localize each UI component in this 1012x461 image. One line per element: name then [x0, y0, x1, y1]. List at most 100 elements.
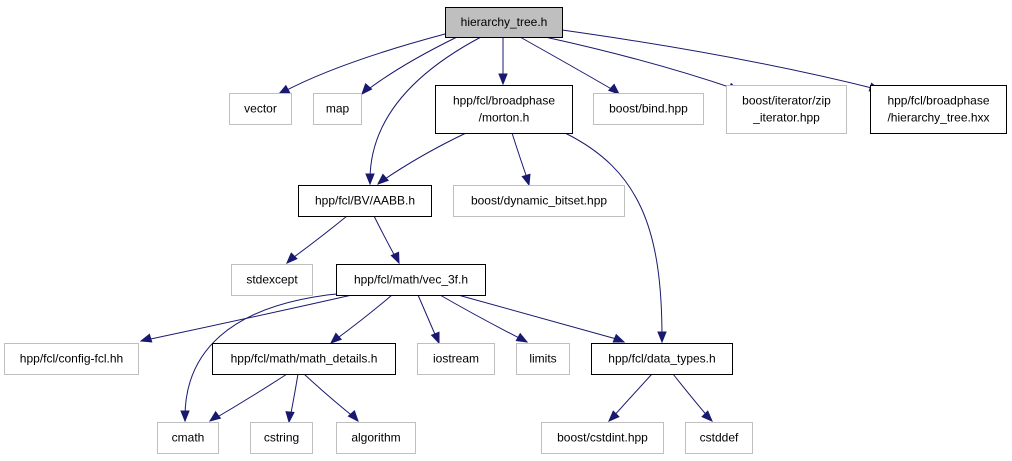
node-vec3f[interactable]: hpp/fcl/math/vec_3f.h [336, 264, 486, 296]
edge-line [511, 132, 529, 182]
node-label: hpp/fcl/config-fcl.hh [20, 352, 123, 366]
node-label: hpp/fcl/data_types.h [608, 352, 715, 366]
edge-aabb-to-stdexcept [286, 215, 348, 264]
node-label: hpp/fcl/math/math_details.h [231, 352, 378, 366]
edge-root-to-map [361, 36, 458, 96]
node-label: cstring [264, 431, 299, 445]
edge-arrowhead [390, 251, 400, 265]
node-stdexcept: stdexcept [231, 264, 313, 296]
edge-line [145, 294, 353, 341]
edge-arrowhead [608, 410, 620, 422]
edge-arrowhead [657, 331, 667, 344]
edge-arrowhead [376, 173, 390, 185]
edge-arrowhead [180, 410, 190, 423]
edge-datatypes-to-cstdint [608, 373, 653, 422]
edge-root-to-zip [544, 36, 741, 92]
node-label: hpp/fcl/BV/AABB.h [315, 194, 415, 208]
edge-arrowhead [361, 82, 373, 96]
node-label: iostream [433, 352, 479, 366]
node-box [591, 343, 733, 375]
edge-vec3f-to-configfcl [139, 294, 353, 343]
node-box [298, 185, 432, 217]
edge-line [373, 215, 398, 261]
edges-layer [139, 29, 882, 424]
node-label: boost/dynamic_bitset.hpp [471, 194, 607, 208]
node-box [870, 85, 1007, 134]
node-cstddef: cstddef [685, 422, 753, 454]
node-label: algorithm [351, 431, 400, 445]
node-label: map [326, 102, 350, 116]
node-cstdint: boost/cstdint.hpp [541, 422, 664, 454]
node-hxx[interactable]: hpp/fcl/broadphase/hierarchy_tree.hxx [870, 85, 1007, 134]
edge-line [439, 294, 524, 341]
edge-datatypes-to-cstddef [672, 373, 713, 422]
node-box [541, 422, 664, 454]
edge-arrowhead [139, 333, 153, 343]
node-box [417, 343, 495, 375]
node-box [445, 7, 563, 38]
edge-morton-to-aabb [376, 132, 467, 185]
edge-morton-to-datatypes [564, 132, 667, 344]
node-algorithm: algorithm [336, 422, 416, 454]
node-label: hpp/fcl/broadphase [453, 94, 555, 108]
node-box [435, 85, 573, 134]
node-label: hierarchy_tree.h [461, 15, 548, 29]
node-iostream: iostream [417, 343, 495, 375]
edge-arrowhead [286, 252, 298, 264]
node-label: boost/cstdint.hpp [557, 431, 648, 445]
edge-line [672, 373, 710, 419]
edge-vec3f-to-cmath [180, 291, 361, 423]
edge-arrowhead [277, 84, 291, 95]
node-box [685, 422, 753, 454]
node-aabb[interactable]: hpp/fcl/BV/AABB.h [298, 185, 432, 217]
edge-line [289, 215, 348, 261]
node-vector: vector [229, 93, 292, 125]
edge-line [381, 132, 467, 182]
edge-arrowhead [607, 83, 621, 95]
node-label: boost/bind.hpp [609, 102, 688, 116]
edge-line [213, 373, 288, 420]
edge-line [365, 36, 458, 92]
edge-root-to-aabb [365, 36, 482, 186]
edge-root-to-morton [498, 37, 508, 86]
edge-line [561, 29, 877, 90]
node-label: limits [529, 352, 556, 366]
edge-line [282, 33, 446, 93]
node-box [336, 422, 416, 454]
edge-line [564, 132, 663, 339]
edge-line [544, 36, 736, 90]
edge-line [457, 294, 621, 341]
edge-line [303, 373, 356, 419]
node-box [516, 343, 570, 375]
edge-mathdetails-to-cmath [208, 373, 288, 422]
edge-vec3f-to-datatypes [457, 294, 626, 343]
edge-arrowhead [521, 173, 531, 187]
node-limits: limits [516, 343, 570, 375]
edge-aabb-to-vec3f [373, 215, 400, 265]
edge-arrowhead [365, 173, 375, 186]
node-bind: boost/bind.hpp [593, 93, 704, 125]
node-label: boost/iterator/zip [742, 94, 831, 108]
edge-arrowhead [329, 332, 343, 344]
edge-arrowhead [208, 410, 222, 422]
node-mathdetails[interactable]: hpp/fcl/math/math_details.h [212, 343, 396, 375]
edge-arrowhead [285, 411, 295, 424]
node-label: hpp/fcl/broadphase [887, 94, 989, 108]
node-label: /morton.h [479, 111, 530, 125]
node-root[interactable]: hierarchy_tree.h [445, 7, 563, 38]
edge-mathdetails-to-algorithm [303, 373, 359, 423]
node-label: cmath [172, 431, 205, 445]
node-box [726, 85, 847, 134]
node-label: stdexcept [246, 273, 298, 287]
node-cstring: cstring [250, 422, 313, 454]
node-datatypes[interactable]: hpp/fcl/data_types.h [591, 343, 733, 375]
node-morton[interactable]: hpp/fcl/broadphase/morton.h [435, 85, 573, 134]
node-label: _iterator.hpp [752, 111, 820, 125]
node-box [250, 422, 313, 454]
node-cmath: cmath [157, 422, 219, 454]
edge-line [611, 373, 653, 419]
edge-arrowhead [612, 333, 626, 343]
edge-arrowhead [430, 331, 440, 345]
edge-line [184, 291, 361, 418]
